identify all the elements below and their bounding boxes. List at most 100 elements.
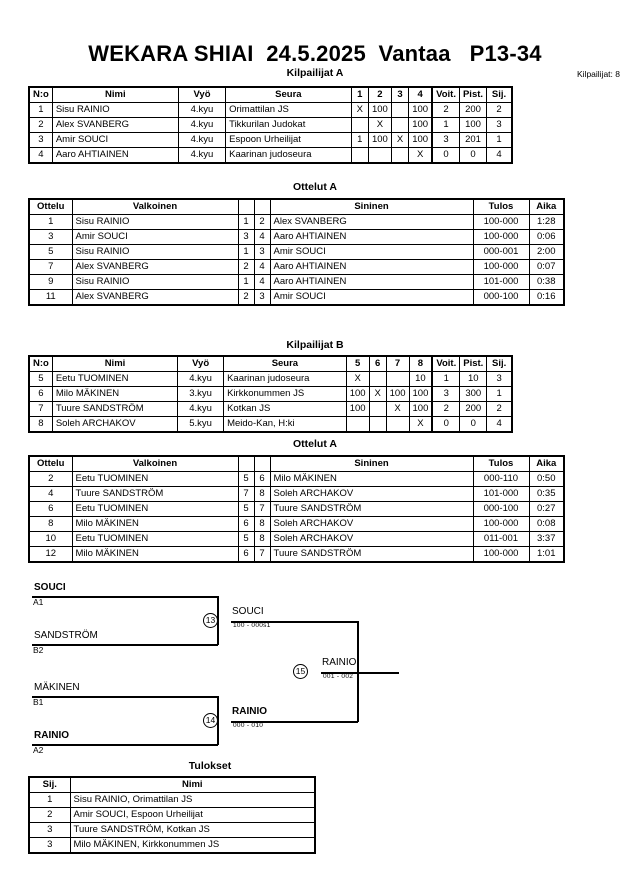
cell-score [367,147,392,162]
matches-a-header-row: Ottelu Valkoinen Sininen Tulos Aika [30,200,563,215]
cell-blue-name: Alex SVANBERG [269,214,474,230]
cell-rank: 2 [30,807,71,823]
cell-rank: 1 [486,386,511,402]
bracket-connector [231,621,358,623]
col-club: Seura [223,357,347,372]
cell-wins: 2 [431,102,460,118]
col-belt: Vyö [177,357,225,372]
cell-match-no: 4 [30,486,73,502]
cell-score: 100 [367,132,392,148]
cell-white-no: 5 [237,501,255,517]
cell-match-no: 11 [30,289,73,304]
cell-result: 000-001 [472,244,530,260]
cell-name: Tuure SANDSTRÖM [51,401,179,417]
cell-no: 8 [30,416,53,431]
cell-time: 1:01 [528,546,563,561]
col-opp-7: 7 [385,357,410,372]
cell-points: 100 [458,117,488,133]
col-opp-6: 6 [368,357,387,372]
bracket-entry-name: MÄKINEN [34,682,80,693]
cell-time: 2:00 [528,244,563,260]
cell-points: 300 [459,386,488,402]
cell-match-no: 5 [30,244,73,260]
cell-score [350,147,369,162]
cell-points: 0 [458,147,488,162]
cell-wins: 1 [431,117,460,133]
cell-white-no: 5 [237,531,255,547]
cell-white-name: Alex SVANBERG [71,289,239,304]
cell-belt: 4.kyu [177,102,227,118]
cell-result: 011-001 [472,531,530,547]
cell-score: 100 [408,401,433,417]
col-time: Aika [528,457,563,472]
cell-score [385,416,410,431]
cell-name: Milo MÄKINEN, Kirkkonummen JS [69,837,314,852]
cell-result: 000-100 [472,289,530,304]
cell-rank: 1 [486,132,511,148]
cell-blue-no: 8 [253,516,271,532]
matches-b-title: Ottelut A [293,438,337,450]
bracket-final-winner: RAINIO [322,657,357,668]
cell-points: 200 [458,102,488,118]
cell-result: 101-000 [472,486,530,502]
cell-name: Sisu RAINIO, Orimattilan JS [69,792,314,808]
cell-white-no: 1 [237,244,255,260]
table-row: 3 Amir SOUCI 4.kyu Espoon Urheilijat 1 1… [30,132,511,148]
col-match: Ottelu [30,200,73,215]
cell-rank: 4 [486,416,511,431]
col-white-num [237,200,255,215]
cell-blue-no: 6 [253,471,271,487]
cell-belt: 4.kyu [177,401,225,417]
table-row: 6 Milo MÄKINEN 3.kyu Kirkkonummen JS 100… [30,386,511,402]
cell-rank: 2 [486,102,511,118]
bracket-entry-seed: A1 [33,597,44,607]
cell-result: 000-100 [472,501,530,517]
cell-time: 3:37 [528,531,563,547]
cell-points: 201 [458,132,488,148]
bracket-connector [32,696,218,698]
cell-belt: 4.kyu [177,371,225,387]
bracket-node-winner: RAINIO [232,706,267,717]
cell-white-name: Eetu TUOMINEN [71,531,239,547]
bracket-entry-name: RAINIO [34,730,69,741]
cell-blue-name: Aaro AHTIAINEN [269,259,474,275]
bracket-entry-seed: B2 [33,645,44,655]
cell-name: Sisu RAINIO [51,102,179,118]
cell-club: Tikkurilan Judokat [225,117,352,133]
cell-blue-no: 7 [253,501,271,517]
cell-no: 7 [30,401,53,417]
cell-blue-name: Tuure SANDSTRÖM [269,501,474,517]
cell-score: X [345,371,370,387]
cell-belt: 4.kyu [177,117,227,133]
cell-wins: 0 [431,147,460,162]
results-header-row: Sij. Nimi [30,778,314,793]
cell-name: Alex SVANBERG [51,117,179,133]
cell-white-no: 2 [237,289,255,304]
col-time: Aika [528,200,563,215]
cell-club: Orimattilan JS [225,102,352,118]
pool-a-title: Kilpailijat A [286,67,344,79]
cell-club: Kotkan JS [223,401,347,417]
col-name: Nimi [51,88,179,103]
pool-b-title: Kilpailijat B [286,339,344,351]
cell-match-no: 9 [30,274,73,290]
cell-score [368,416,387,431]
cell-result: 000-110 [472,471,530,487]
col-match: Ottelu [30,457,73,472]
bracket-entry-seed: A2 [33,745,44,755]
cell-result: 100-000 [472,259,530,275]
cell-score: X [368,386,387,402]
cell-no: 6 [30,386,53,402]
cell-rank: 3 [30,837,71,852]
cell-white-no: 6 [237,546,255,561]
cell-blue-no: 3 [253,244,271,260]
